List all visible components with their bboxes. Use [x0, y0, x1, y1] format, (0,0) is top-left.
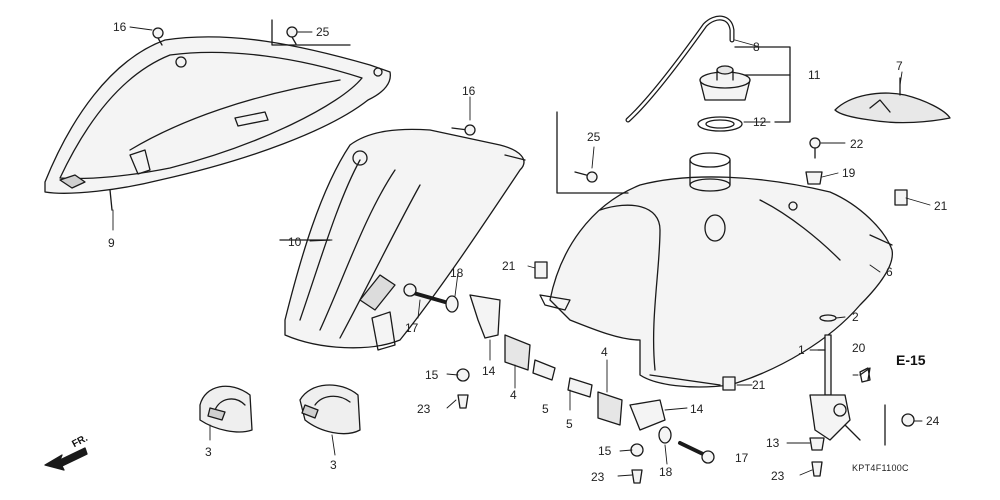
callout-17-right: 17: [735, 451, 749, 465]
callout-15-right: 15: [598, 444, 612, 458]
side-shroud-part: [279, 128, 526, 351]
callout-23-right: 23: [771, 469, 785, 483]
rubber-damper-right-part: [299, 384, 361, 435]
callout-4-left: 4: [510, 388, 517, 402]
mount-hardware-left: [403, 283, 556, 409]
callout-21-right: 21: [934, 199, 948, 213]
bolt-23-right: [811, 461, 823, 477]
callout-12: 12: [753, 115, 767, 129]
callout-19: 19: [842, 166, 856, 180]
callout-1: 1: [798, 343, 805, 357]
reference-label: E-15: [896, 352, 926, 368]
callout-16-mid: 16: [462, 84, 476, 98]
callout-18-left: 18: [450, 266, 464, 280]
gasket-part: [697, 116, 743, 132]
bolt-22: [809, 137, 821, 159]
callout-21-bottom: 21: [752, 378, 766, 392]
mount-hardware-right: [567, 377, 715, 484]
fuel-tank-part: [534, 152, 893, 388]
callout-9: 9: [108, 236, 115, 250]
callout-5-right: 5: [566, 417, 573, 431]
bolt-16-mid: [451, 124, 476, 136]
callout-21-left: 21: [502, 259, 516, 273]
callout-24: 24: [926, 414, 940, 428]
bolt-21-left: [534, 261, 548, 279]
callout-20: 20: [852, 341, 866, 355]
callout-7: 7: [896, 59, 903, 73]
callout-18-right: 18: [659, 465, 673, 479]
callout-3-left: 3: [205, 445, 212, 459]
callout-8: 8: [753, 40, 760, 54]
front-cover-part: [44, 36, 391, 211]
collar-13: [809, 437, 825, 451]
callout-14-left: 14: [482, 364, 496, 378]
callout-13: 13: [766, 436, 780, 450]
callout-4-right: 4: [601, 345, 608, 359]
callout-2: 2: [852, 310, 859, 324]
callout-5-left: 5: [542, 402, 549, 416]
callout-17-left: 17: [405, 321, 419, 335]
bolt-21-bottom: [722, 376, 736, 391]
callout-25-top: 25: [316, 25, 330, 39]
callout-6: 6: [886, 265, 893, 279]
bolt-25-top: [286, 26, 298, 45]
bolt-21-right: [894, 189, 908, 206]
rubber-damper-left-part: [199, 385, 253, 433]
callout-10: 10: [288, 235, 302, 249]
front-direction-arrow: [44, 447, 88, 471]
callout-25-mid: 25: [587, 130, 601, 144]
fuel-cap-part: [699, 65, 751, 101]
callout-22: 22: [850, 137, 864, 151]
callout-14-right: 14: [690, 402, 704, 416]
callout-23-left: 23: [417, 402, 431, 416]
heat-guard-part: [834, 77, 951, 124]
callout-11: 11: [808, 68, 821, 82]
bolt-16-top: [152, 27, 164, 46]
callout-23-mid: 23: [591, 470, 605, 484]
drawing-code: KPT4F1100C: [852, 463, 909, 473]
clamp-24: [901, 413, 915, 427]
grommet-19: [805, 171, 823, 185]
callout-15-left: 15: [425, 368, 439, 382]
callout-16-top: 16: [113, 20, 127, 34]
callout-3-right: 3: [330, 458, 337, 472]
bolt-25-mid: [574, 171, 598, 183]
clip-20: [859, 367, 871, 383]
